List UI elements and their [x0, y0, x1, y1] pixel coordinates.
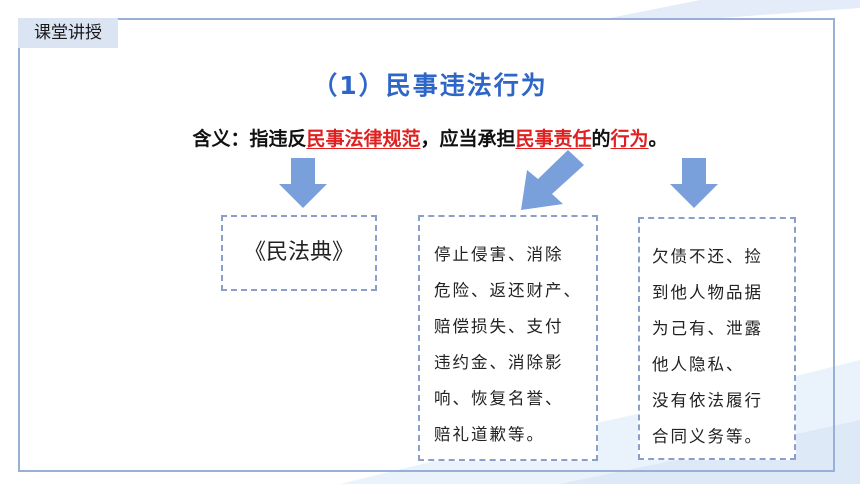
bottom-right-wave-2 — [560, 420, 860, 484]
definition-prefix: 含义：指违反 — [192, 128, 307, 150]
list-item: 欠债不还、捡 — [652, 247, 763, 266]
definition-line: 含义：指违反民事法律规范，应当承担民事责任的行为。 — [0, 124, 860, 151]
term-civil-liability: 民事责任 — [515, 128, 592, 150]
list-item: 赔礼道歉等。 — [434, 425, 545, 444]
list-item: 停止侵害、消除 — [434, 245, 564, 264]
liabilities-box: 停止侵害、消除 危险、返还财产、 赔偿损失、支付 违约金、消除影 响、恢复名誉、… — [418, 215, 598, 461]
list-item: 没有依法履行 — [652, 391, 763, 410]
definition-connector: 的 — [591, 128, 611, 150]
down-arrow-icon — [279, 158, 327, 208]
section-tag: 课堂讲授 — [18, 18, 118, 48]
list-item: 为己有、泄露 — [652, 319, 763, 338]
examples-box: 欠债不还、捡 到他人物品据 为己有、泄露 他人隐私、 没有依法履行 合同义务等。 — [638, 217, 796, 460]
diagonal-arrow-icon — [521, 150, 584, 210]
content-frame — [18, 18, 835, 472]
list-item: 他人隐私、 — [652, 355, 745, 374]
down-arrow-icon — [670, 158, 718, 208]
list-item: 危险、返还财产、 — [434, 281, 582, 300]
definition-middle: ，应当承担 — [420, 128, 516, 150]
page-title: （1）民事违法行为 — [312, 71, 548, 100]
list-item: 违约金、消除影 — [434, 353, 564, 372]
civil-code-box: 《民法典》 — [221, 215, 377, 291]
list-item: 合同义务等。 — [652, 427, 763, 446]
list-item: 响、恢复名誉、 — [434, 389, 564, 408]
term-behavior: 行为 — [610, 128, 649, 150]
list-item: 到他人物品据 — [652, 283, 763, 302]
term-civil-law-norms: 民事法律规范 — [306, 128, 421, 150]
definition-suffix: 。 — [648, 128, 668, 150]
top-right-stripe — [610, 0, 860, 18]
civil-code-label: 《民法典》 — [243, 240, 354, 265]
list-item: 赔偿损失、支付 — [434, 317, 564, 336]
